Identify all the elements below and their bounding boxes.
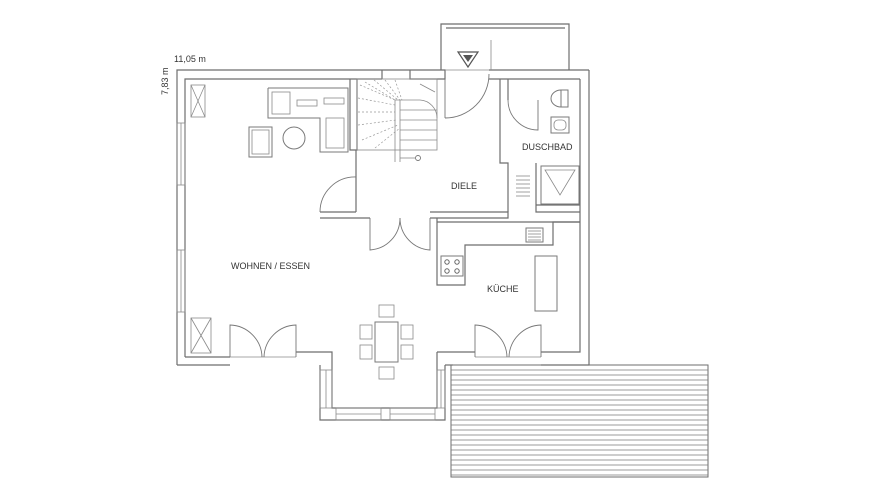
armchair [248, 126, 273, 158]
washbasin [550, 116, 570, 134]
sofa [267, 87, 349, 153]
interior-walls [320, 79, 580, 286]
coffee-table [282, 126, 306, 150]
room-label-living: WOHNEN / ESSEN [231, 261, 310, 271]
kitchen-island [534, 255, 558, 312]
radiator [516, 175, 530, 197]
sink [525, 227, 544, 243]
bay-windows [319, 369, 446, 421]
toilet [550, 89, 569, 108]
entrance-arrow-icon [456, 40, 492, 70]
stove [440, 255, 464, 277]
width-dimension-label: 11,05 m [174, 54, 206, 64]
room-label-shower-bath: DUSCHBAD [522, 142, 573, 152]
depth-dimension-label: 7,83 m [160, 67, 170, 95]
room-label-kitchen: KÜCHE [487, 284, 519, 294]
living-terrace-door [229, 324, 297, 358]
entrance-door [444, 69, 490, 119]
bath-door [507, 99, 539, 131]
dining-set [359, 304, 414, 380]
hall-double-door [369, 217, 431, 251]
shower-tray [540, 165, 580, 205]
left-windows [176, 84, 212, 354]
living-side-door [319, 176, 357, 213]
staircase [356, 78, 438, 162]
kitchen-terrace-door [474, 324, 542, 358]
room-label-hall: DIELE [451, 181, 477, 191]
terrace-decking [450, 364, 709, 478]
